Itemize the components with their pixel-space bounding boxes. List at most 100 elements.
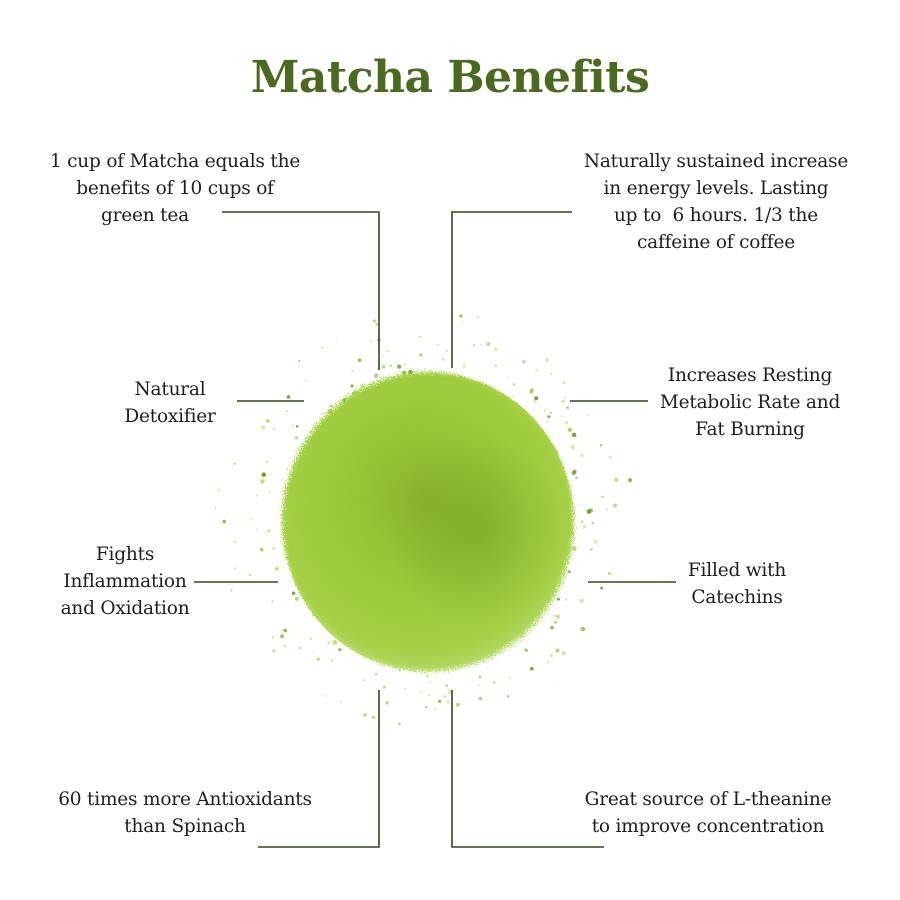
powder-speckle xyxy=(512,395,514,397)
powder-speckle xyxy=(459,314,463,318)
benefit-line: Detoxifier xyxy=(124,406,216,427)
powder-speckle xyxy=(493,347,498,352)
powder-speckle xyxy=(494,364,498,368)
powder-speckle xyxy=(256,494,258,497)
benefit-line: Filled with xyxy=(687,560,787,581)
powder-speckle xyxy=(476,315,479,318)
powder-speckle xyxy=(332,640,338,645)
powder-speckle xyxy=(434,708,437,711)
powder-speckle xyxy=(309,637,312,640)
powder-speckle xyxy=(418,335,421,338)
powder-speckle xyxy=(260,425,266,430)
benefit-top-right: Naturally sustained increase in energy l… xyxy=(566,148,866,256)
powder-speckle xyxy=(250,517,252,520)
benefit-bottom-right: Great source of L-theanine to improve co… xyxy=(558,786,858,840)
powder-speckle xyxy=(271,600,274,603)
benefit-top-left: 1 cup of Matcha equals the benefits of 1… xyxy=(30,148,320,229)
powder-speckle xyxy=(375,322,379,326)
powder-speckle xyxy=(534,396,539,401)
benefit-line: Naturally sustained increase xyxy=(583,151,849,172)
powder-speckle xyxy=(580,453,584,458)
powder-speckle xyxy=(606,508,608,511)
powder-speckle xyxy=(550,625,554,630)
powder-speckle xyxy=(446,701,450,704)
powder-speckle xyxy=(261,472,267,477)
powder-speckle xyxy=(580,626,586,632)
powder-speckle xyxy=(272,649,276,653)
powder-speckle xyxy=(264,532,266,534)
powder-speckle xyxy=(480,344,482,346)
powder-speckle xyxy=(612,503,618,508)
powder-speckle xyxy=(381,364,386,369)
powder-speckle xyxy=(294,596,299,601)
powder-speckle xyxy=(304,380,307,382)
powder-speckle xyxy=(608,572,611,575)
powder-speckle xyxy=(526,649,529,652)
powder-speckle xyxy=(520,640,523,642)
connector-top-right xyxy=(451,211,572,368)
benefit-lower-left: Fights Inflammation and Oxidation xyxy=(40,541,210,622)
benefit-mid-right: Increases Resting Metabolic Rate and Fat… xyxy=(645,362,855,443)
connector-bottom-left xyxy=(258,690,380,848)
benefit-line: Great source of L-theanine xyxy=(584,789,832,810)
powder-speckle xyxy=(272,636,274,639)
powder-speckle xyxy=(608,455,612,459)
benefit-line: 60 times more Antioxidants xyxy=(58,789,312,810)
powder-speckle xyxy=(373,373,379,378)
powder-speckle xyxy=(613,477,619,483)
powder-speckle xyxy=(567,427,573,432)
powder-speckle xyxy=(360,383,365,388)
powder-speckle xyxy=(437,344,439,346)
powder-speckle xyxy=(259,547,264,552)
powder-speckle xyxy=(567,570,571,574)
powder-speckle xyxy=(564,397,566,399)
powder-speckle xyxy=(575,476,578,480)
powder-speckle xyxy=(382,685,387,689)
powder-speckle xyxy=(437,699,442,704)
powder-speckle xyxy=(256,529,259,531)
powder-speckle xyxy=(530,388,534,392)
powder-speckle xyxy=(529,666,534,671)
powder-speckle xyxy=(350,384,354,388)
powder-speckle xyxy=(419,691,422,694)
powder-speckle xyxy=(312,649,315,652)
powder-speckle xyxy=(508,676,511,680)
powder-speckle xyxy=(362,679,365,681)
powder-speckle xyxy=(268,491,271,494)
powder-speckle xyxy=(397,364,402,369)
powder-speckle xyxy=(329,670,331,672)
powder-speckle xyxy=(544,410,546,412)
powder-speckle xyxy=(404,688,406,690)
benefit-bottom-left: 60 times more Antioxidants than Spinach xyxy=(30,786,340,840)
powder-speckle xyxy=(316,657,320,661)
powder-speckle xyxy=(557,597,560,601)
powder-speckle xyxy=(338,647,342,652)
powder-speckle xyxy=(429,681,431,683)
powder-speckle xyxy=(265,419,270,423)
powder-speckle xyxy=(386,350,389,353)
powder-speckle xyxy=(324,694,328,697)
powder-speckle xyxy=(493,681,496,684)
powder-speckle xyxy=(357,358,362,363)
powder-speckle xyxy=(425,674,429,678)
powder-speckle xyxy=(230,589,233,592)
powder-speckle xyxy=(398,669,401,672)
powder-speckle xyxy=(591,521,595,525)
powder-speckle xyxy=(371,715,376,720)
powder-speckle xyxy=(461,320,463,323)
benefit-line: Metabolic Rate and xyxy=(659,392,841,413)
benefit-line: caffeine of coffee xyxy=(636,232,796,253)
powder-speckle xyxy=(512,383,516,386)
powder-speckle xyxy=(535,368,539,372)
powder-speckle xyxy=(274,566,279,571)
powder-speckle xyxy=(279,499,281,502)
powder-speckle xyxy=(579,598,584,604)
powder-speckle xyxy=(477,684,480,687)
benefit-line: Fights xyxy=(95,544,155,565)
powder-speckle xyxy=(374,672,378,676)
powder-speckle xyxy=(599,443,603,447)
page-title: Matcha Benefits xyxy=(250,52,650,103)
powder-speckle xyxy=(351,370,354,373)
powder-speckle xyxy=(286,395,291,399)
